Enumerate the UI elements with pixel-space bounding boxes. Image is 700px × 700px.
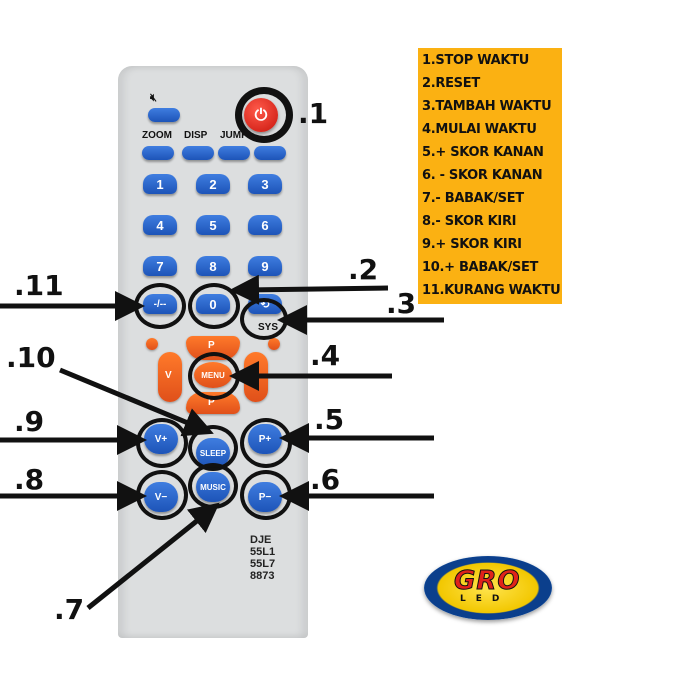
model-line-3: 55L7 <box>250 558 276 570</box>
v-right-button[interactable] <box>244 352 268 402</box>
legend-item-10: 10.+ BABAK/SET <box>422 260 539 275</box>
orange-left-dot[interactable] <box>146 338 158 350</box>
legend-item-1: 1.STOP WAKTU <box>422 53 530 68</box>
legend-item-9: 9.+ SKOR KIRI <box>422 237 522 252</box>
key-9[interactable]: 9 <box>248 256 282 276</box>
disp-button[interactable] <box>182 146 214 160</box>
legend-item-7: 7.- BABAK/SET <box>422 191 524 206</box>
key-1[interactable]: 1 <box>143 174 177 194</box>
key-7[interactable]: 7 <box>143 256 177 276</box>
tv-button[interactable] <box>254 146 286 160</box>
ring-p-plus <box>240 418 292 468</box>
marker-8: .8 <box>14 463 45 496</box>
marker-6: .6 <box>310 463 341 496</box>
model-line-1: DJE <box>250 534 272 546</box>
legend-item-2: 2.RESET <box>422 76 480 91</box>
marker-10: .10 <box>6 341 56 374</box>
key-3[interactable]: 3 <box>248 174 282 194</box>
p-down-label: P <box>208 397 215 408</box>
legend-item-4: 4.MULAI WAKTU <box>422 122 537 137</box>
mute-button[interactable] <box>148 108 180 122</box>
model-line-4: 8873 <box>250 570 275 582</box>
ring-dash <box>134 283 186 329</box>
v-left-label: V <box>165 370 172 381</box>
disp-label: DISP <box>184 130 208 141</box>
ring-sys <box>240 298 288 340</box>
model-line-2: 55L1 <box>250 546 276 558</box>
zoom-label: ZOOM <box>142 130 172 141</box>
logo-subtext: LED <box>460 594 510 604</box>
legend-item-8: 8.- SKOR KIRI <box>422 214 517 229</box>
mute-icon: 🔇︎ <box>150 92 157 104</box>
ring-p-minus <box>240 470 292 520</box>
ring-v-plus <box>136 418 188 468</box>
key-8[interactable]: 8 <box>196 256 230 276</box>
marker-1: .1 <box>298 97 329 130</box>
p-up-label: P <box>208 340 215 351</box>
ring-music <box>188 463 238 509</box>
marker-5: .5 <box>314 403 345 436</box>
key-2[interactable]: 2 <box>196 174 230 194</box>
legend-item-5: 5.+ SKOR KANAN <box>422 145 544 160</box>
key-5[interactable]: 5 <box>196 215 230 235</box>
orange-right-dot[interactable] <box>268 338 280 350</box>
marker-11: .11 <box>14 269 64 302</box>
legend-item-6: 6. - SKOR KANAN <box>422 168 543 183</box>
ring-power <box>235 87 293 143</box>
legend-item-11: 11.KURANG WAKTU <box>422 283 561 298</box>
ring-v-minus <box>136 470 188 520</box>
ring-menu <box>188 352 240 400</box>
logo-text: GRO <box>453 566 521 597</box>
marker-2: .2 <box>348 253 379 286</box>
marker-7: .7 <box>54 593 85 626</box>
gro-led-logo: GRO LED <box>424 556 552 620</box>
jump-label: JUMP <box>220 130 248 141</box>
jump-button[interactable] <box>218 146 250 160</box>
marker-9: .9 <box>14 405 45 438</box>
key-6[interactable]: 6 <box>248 215 282 235</box>
key-4[interactable]: 4 <box>143 215 177 235</box>
marker-3: .3 <box>386 287 417 320</box>
ring-zero <box>188 283 240 329</box>
legend-box: 1.STOP WAKTU 2.RESET 3.TAMBAH WAKTU 4.MU… <box>418 48 562 304</box>
legend-item-3: 3.TAMBAH WAKTU <box>422 99 552 114</box>
zoom-button[interactable] <box>142 146 174 160</box>
marker-4: .4 <box>310 339 341 372</box>
